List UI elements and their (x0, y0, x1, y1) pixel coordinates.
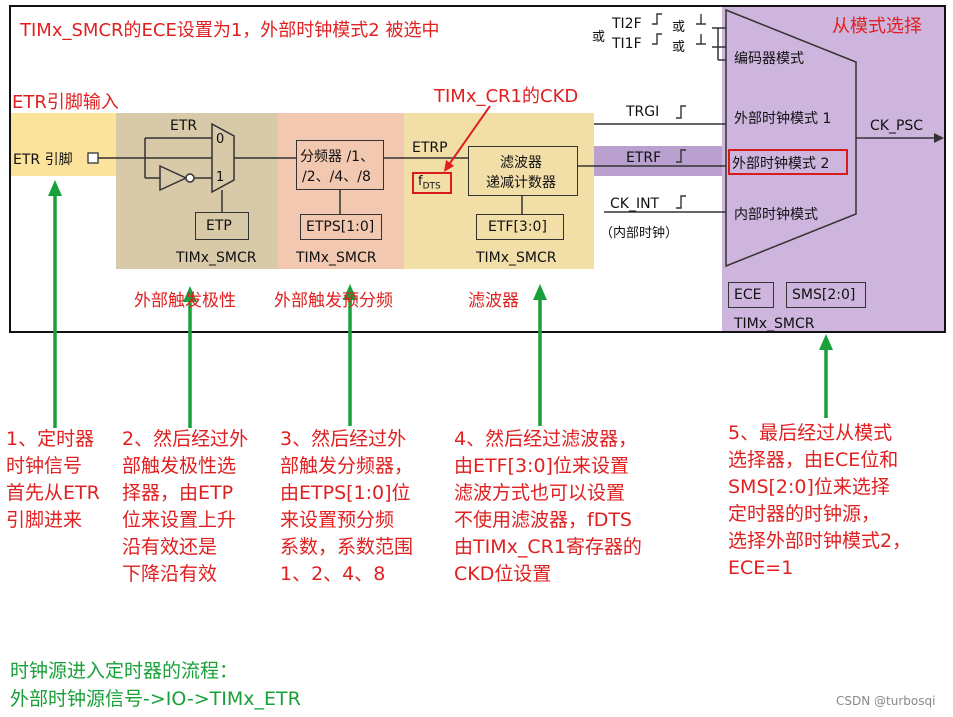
or-2: 或 (672, 40, 686, 55)
sms-label: SMS[2:0] (792, 287, 856, 303)
flow-title: 时钟源进入定时器的流程： (10, 660, 239, 682)
note-3-line: 3、然后经过外 (280, 428, 407, 450)
ece-register (728, 282, 774, 308)
prescaler-text-2: /2、/4、/8 (302, 169, 371, 185)
etp-register (195, 212, 249, 240)
note-2-line: 沿有效还是 (122, 536, 218, 558)
etrf-label: ETRF (626, 150, 662, 166)
ece-label: ECE (734, 287, 762, 303)
note-2-line: 部触发极性选 (122, 455, 237, 477)
slave-mode-zone (722, 7, 944, 331)
mux-input-0: 0 (216, 132, 225, 147)
ck-psc-label: CK_PSC (870, 118, 924, 134)
watermark: CSDN @turbosqi (836, 694, 936, 708)
etrf-band (594, 146, 722, 176)
or-label: 或 (592, 30, 606, 45)
note-5-line: ECE=1 (728, 557, 794, 579)
fdts-main: f (418, 174, 423, 189)
etf-label: ETF[3:0] (488, 219, 547, 235)
note-2-line: 位来设置上升 (122, 509, 237, 531)
note-5-line: 定时器的时钟源， (728, 503, 881, 525)
etr-input-title: ETR引脚输入 (12, 92, 119, 113)
note-4-line: 滤波方式也可以设置 (454, 482, 626, 504)
note-3-line: 来设置预分频 (280, 509, 395, 531)
or-1: 或 (672, 20, 686, 35)
etps-register (300, 214, 382, 240)
flow-path: 外部时钟源信号->IO->TIMx_ETR (10, 688, 301, 710)
note-1-line: 引脚进来 (6, 509, 83, 531)
mode-internal: 内部时钟模式 (734, 207, 818, 223)
trgi-label: TRGI (626, 104, 660, 120)
note-step-4: 4、然后经过滤波器， 由ETF[3:0]位来设置 滤波方式也可以设置 不使用滤波… (454, 426, 642, 588)
polarity-zone (116, 113, 278, 269)
smcr-label-2: TIMx_SMCR (296, 250, 377, 266)
mode-external-2: 外部时钟模式 2 (732, 156, 830, 172)
etps-label: ETPS[1:0] (306, 219, 375, 235)
fdts-box (412, 172, 452, 194)
etr-label: ETR (170, 118, 198, 134)
note-3-line: 由ETPS[1:0]位 (280, 482, 411, 504)
filter-block (468, 146, 578, 196)
prescaler-text-1: 分频器 /1、 (300, 149, 375, 165)
etr-pin-label: ETR 引脚 (13, 152, 73, 168)
note-step-5: 5、最后经过从模式 选择器，由ECE位和 SMS[2:0]位来选择 定时器的时钟… (728, 420, 911, 582)
etf-register (476, 214, 564, 240)
diagram-frame (9, 5, 946, 333)
smcr-label-3: TIMx_SMCR (476, 250, 557, 266)
note-2-line: 2、然后经过外 (122, 428, 249, 450)
smcr-label-1: TIMx_SMCR (176, 250, 257, 266)
filter-zone (404, 113, 594, 269)
note-step-1: 1、定时器 时钟信号 首先从ETR 引脚进来 (6, 426, 100, 534)
note-3-line: 系数，系数范围 (280, 536, 414, 558)
note-5-line: 5、最后经过从模式 (728, 422, 893, 444)
note-1-line: 首先从ETR (6, 482, 100, 504)
note-4-line: 由ETF[3:0]位来设置 (454, 455, 629, 477)
note-1-line: 1、定时器 (6, 428, 95, 450)
note-2-line: 择器，由ETP (122, 482, 234, 504)
prescaler-block (296, 140, 384, 190)
etp-label: ETP (206, 218, 232, 234)
sms-register (786, 282, 866, 308)
note-step-3: 3、然后经过外 部触发分频器， 由ETPS[1:0]位 来设置预分频 系数，系数… (280, 426, 413, 588)
note-1-line: 时钟信号 (6, 455, 83, 477)
mux-input-1: 1 (216, 170, 225, 185)
slave-mode-title: 从模式选择 (832, 16, 922, 37)
note-4-line: 4、然后经过滤波器， (454, 428, 638, 450)
smcr-label-4: TIMx_SMCR (734, 316, 815, 332)
etr-input-zone (11, 113, 116, 176)
note-4-line: CKD位设置 (454, 563, 552, 585)
ck-int-label: CK_INT (610, 196, 660, 212)
fdts-label: fDTS (418, 174, 441, 192)
section-polarity: 外部触发极性 (134, 291, 236, 311)
note-3-line: 部触发分频器， (280, 455, 414, 477)
mode-encoder: 编码器模式 (734, 51, 804, 67)
mode-external-1: 外部时钟模式 1 (734, 111, 832, 127)
section-filter: 滤波器 (468, 291, 519, 311)
prescaler-zone (278, 113, 404, 269)
section-prescale: 外部触发预分频 (274, 291, 393, 311)
mode-external-2-highlight (728, 149, 848, 175)
inverter-shape (159, 164, 188, 192)
ti2f-label: TI2F (612, 16, 642, 32)
note-5-line: 选择外部时钟模式2， (728, 530, 912, 552)
mux-shape (211, 122, 235, 194)
note-5-line: SMS[2:0]位来选择 (728, 476, 890, 498)
filter-text-1: 滤波器 (500, 155, 542, 171)
note-5-line: 选择器，由ECE位和 (728, 449, 899, 471)
filter-text-2: 递减计数器 (486, 175, 556, 191)
note-4-line: 不使用滤波器，fDTS (454, 509, 632, 531)
note-2-line: 下降沿有效 (122, 563, 218, 585)
internal-clock-label: （内部时钟） (600, 226, 679, 241)
note-step-2: 2、然后经过外 部触发极性选 择器，由ETP 位来设置上升 沿有效还是 下降沿有… (122, 426, 248, 588)
page-title: TIMx_SMCR的ECE设置为1，外部时钟模式2 被选中 (20, 20, 440, 41)
note-4-line: 由TIMx_CR1寄存器的 (454, 536, 642, 558)
note-3-line: 1、2、4、8 (280, 563, 386, 585)
fdts-sub: DTS (422, 181, 441, 192)
ti1f-label: TI1F (612, 36, 642, 52)
etrp-label: ETRP (412, 140, 448, 156)
cr1-ckd-label: TIMx_CR1的CKD (434, 86, 579, 107)
